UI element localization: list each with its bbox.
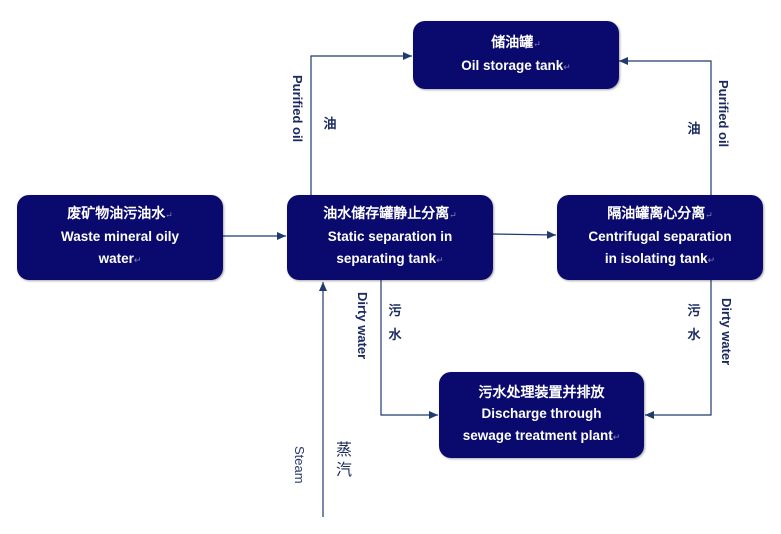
node-label-en: Waste mineral oily <box>60 229 180 244</box>
node-label-zh: 污水处理装置并排放 <box>478 384 605 401</box>
edge-label-dirty-water-zh-left: 污 水 <box>388 304 402 343</box>
edge-label-dirty-water-right: Dirty water <box>719 298 734 366</box>
arrow-centrifugal-to-storage <box>619 57 712 195</box>
node-oil-storage-tank: 储油罐↵ Oil storage tank↵ <box>413 21 619 89</box>
node-label-zh: 储油罐 <box>491 34 534 51</box>
node-discharge-sewage-treatment: 污水处理装置并排放 Discharge through sewage treat… <box>439 372 644 458</box>
node-centrifugal-separation: 隔油罐离心分离↵ Centrifugal separation in isola… <box>557 195 763 280</box>
node-label-zh: 废矿物油污油水 <box>67 206 166 222</box>
node-label-en: separating tank <box>336 251 437 266</box>
edge-label-dirty-water-left: Dirty water <box>355 292 370 360</box>
node-label-en: Discharge through <box>481 405 602 421</box>
node-label-zh: 隔油罐离心分离 <box>607 206 706 222</box>
node-label-en: water <box>98 251 134 266</box>
node-static-separation: 油水储存罐静止分离↵ Static separation in separati… <box>287 195 493 280</box>
arrow-centrifugal-to-discharge <box>645 280 712 419</box>
node-label-en: Centrifugal separation <box>588 229 732 244</box>
node-label-en: Static separation in <box>327 229 453 244</box>
arrow-static-to-storage <box>310 52 412 195</box>
edge-label-oil-zh-right: 油 <box>687 122 701 137</box>
arrow-static-to-centrifugal <box>492 230 557 239</box>
edge-label-purified-oil-left: Purified oil <box>290 75 305 143</box>
edge-label-purified-oil-right: Purified oil <box>716 80 731 148</box>
node-label-en: sewage treatment plant <box>462 427 613 443</box>
edge-label-dirty-water-zh-right: 污 水 <box>687 304 701 343</box>
edge-label-steam: Steam <box>292 446 307 484</box>
edge-label-oil-zh-left: 油 <box>323 117 337 132</box>
arrow-static-to-discharge <box>380 280 438 419</box>
node-waste-mineral-oily-water: 废矿物油污油水↵ Waste mineral oily water↵ <box>17 195 223 280</box>
node-label-en: Oil storage tank <box>461 57 564 73</box>
edge-label-steam-zh: 蒸 汽 <box>336 440 353 479</box>
node-label-zh: 油水储存罐静止分离 <box>323 206 450 222</box>
node-label-en: in isolating tank <box>604 251 708 266</box>
